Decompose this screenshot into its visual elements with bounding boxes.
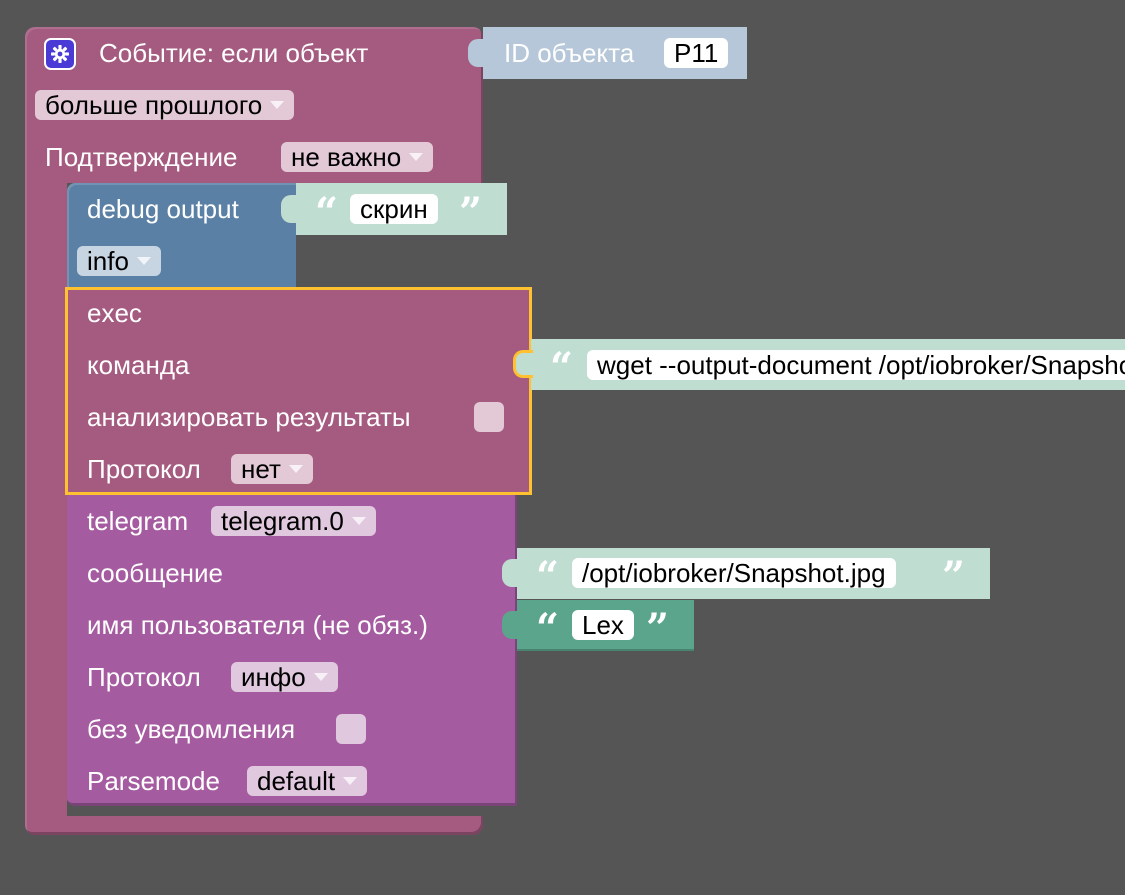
user-label: имя пользователя (не обяз.): [87, 610, 428, 640]
chevron-down-icon: [136, 257, 151, 266]
telegram-block-body: [67, 494, 517, 806]
object-id-input[interactable]: P11: [664, 38, 729, 68]
telegram-protocol-label: Протокол: [87, 662, 201, 692]
telegram-protocol-dropdown[interactable]: инфо: [231, 662, 338, 692]
debug-level-dropdown[interactable]: info: [77, 246, 161, 276]
open-quote-icon: “: [536, 605, 560, 652]
telegram-protocol-value: инфо: [241, 662, 306, 692]
close-quote-icon: ”: [646, 605, 670, 652]
command-label: команда: [87, 350, 190, 380]
exec-protocol-label: Протокол: [87, 454, 201, 484]
parsemode-label: Parsemode: [87, 766, 220, 796]
command-text-connector: [513, 350, 533, 378]
chevron-down-icon: [351, 517, 366, 526]
gear-icon[interactable]: [44, 38, 76, 70]
telegram-instance-dropdown[interactable]: telegram.0: [211, 506, 376, 536]
telegram-instance-value: telegram.0: [221, 506, 344, 536]
chevron-down-icon: [288, 465, 303, 474]
chevron-down-icon: [409, 153, 424, 162]
chevron-down-icon: [343, 777, 358, 786]
exec-protocol-value: нет: [241, 454, 281, 484]
analyze-label: анализировать результаты: [87, 402, 411, 432]
silent-checkbox[interactable]: [336, 714, 366, 744]
parsemode-value: default: [257, 766, 336, 796]
debug-level-value: info: [87, 246, 129, 276]
open-quote-icon: “: [536, 553, 560, 600]
event-title: Событие: если объект: [99, 38, 369, 68]
message-text-connector: [502, 559, 522, 587]
condition-dropdown-value: больше прошлого: [45, 90, 263, 120]
user-text-input[interactable]: Lex: [572, 610, 634, 640]
confirm-dropdown-value: не важно: [291, 142, 402, 172]
silent-label: без уведомления: [87, 714, 296, 744]
confirm-label: Подтверждение: [45, 142, 238, 172]
confirm-dropdown[interactable]: не важно: [281, 142, 434, 172]
message-label: сообщение: [87, 558, 224, 588]
parsemode-dropdown[interactable]: default: [247, 766, 368, 796]
user-text-connector: [502, 611, 522, 639]
object-id-connector: [468, 39, 488, 67]
chevron-down-icon: [270, 101, 285, 110]
command-text-block[interactable]: wget --output-document /opt/iobroker/Sna…: [531, 339, 1125, 390]
analyze-checkbox[interactable]: [474, 402, 504, 432]
chevron-down-icon: [313, 673, 328, 682]
command-text-input[interactable]: wget --output-document /opt/iobroker/Sna…: [587, 350, 1125, 380]
close-quote-icon: ”: [459, 189, 483, 236]
open-quote-icon: “: [315, 189, 339, 236]
open-quote-icon: “: [550, 344, 574, 391]
exec-protocol-dropdown[interactable]: нет: [231, 454, 313, 484]
object-id-label: ID объекта: [504, 38, 635, 68]
debug-text-input[interactable]: скрин: [350, 194, 438, 224]
debug-text-connector: [281, 195, 301, 223]
message-text-input[interactable]: /opt/iobroker/Snapshot.jpg: [572, 558, 896, 588]
telegram-label: telegram: [87, 506, 189, 536]
debug-label: debug output: [87, 194, 239, 224]
close-quote-icon: ”: [942, 553, 966, 600]
condition-dropdown[interactable]: больше прошлого: [35, 90, 295, 120]
exec-title: exec: [87, 298, 142, 328]
